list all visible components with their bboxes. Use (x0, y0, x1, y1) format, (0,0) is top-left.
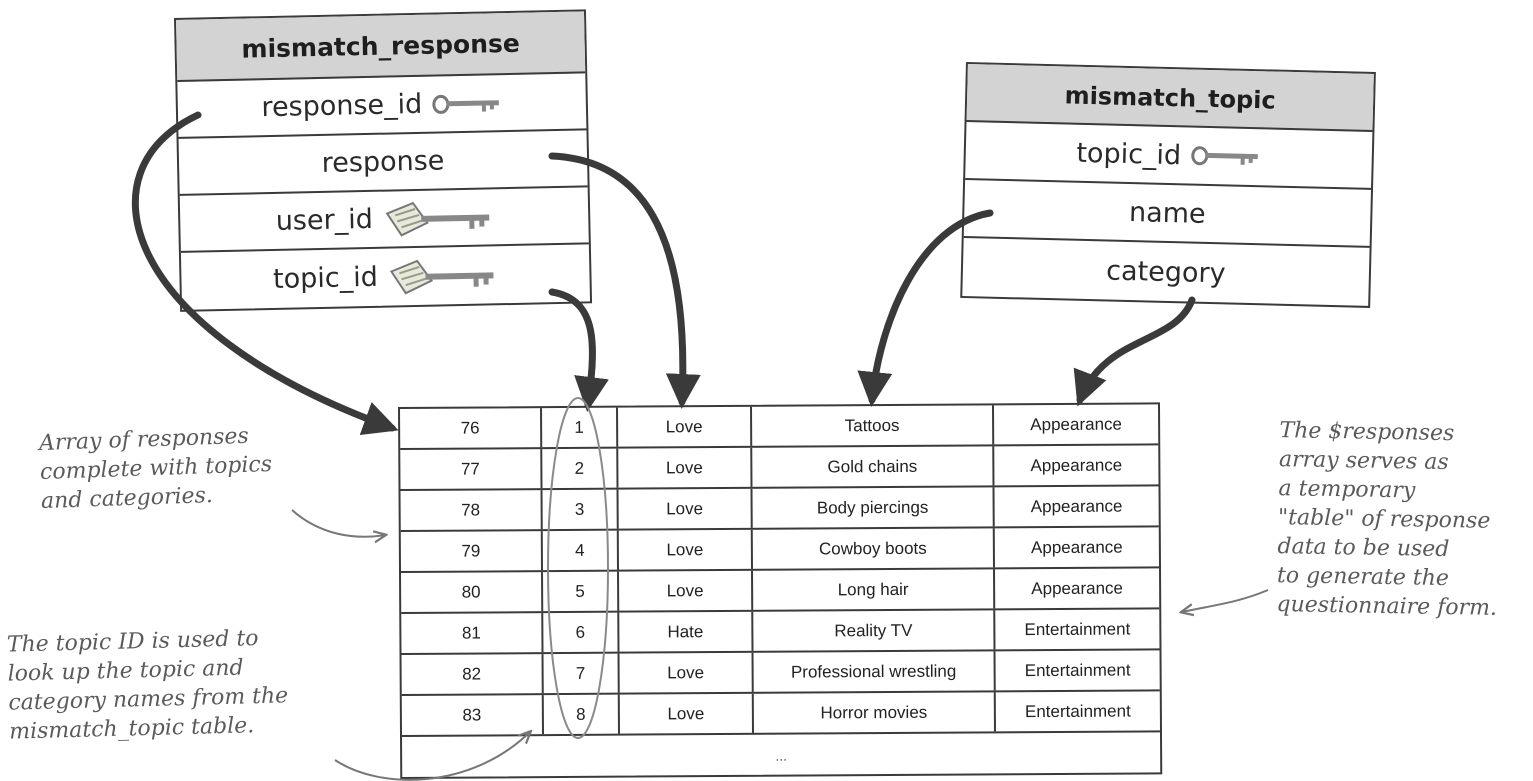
cell-response: Love (619, 652, 754, 693)
field-topic-id: topic_id (965, 122, 1373, 190)
cell-topic-id: 1 (542, 407, 619, 448)
cell-response-id: 80 (401, 572, 544, 612)
cell-response: Love (618, 488, 753, 529)
note-line: to generate the (1276, 563, 1450, 592)
cell-category: Appearance (1030, 496, 1123, 516)
cell-name: Tattoos (752, 405, 995, 446)
note-line: mismatch_topic table. (8, 713, 255, 745)
array-annotation: Array of responses complete with topics … (39, 421, 274, 516)
cell-response-id: 83 (401, 695, 545, 735)
right-note-pointer (1182, 589, 1269, 612)
note-line: data to be used (1277, 534, 1450, 563)
cell-response-id: 78 (400, 490, 543, 530)
field-name: user_id (275, 203, 374, 237)
primary-key-icon (432, 94, 500, 114)
cell-topic-id: 2 (542, 448, 619, 489)
cell-name: Cowboy boots (752, 528, 995, 569)
cell-topic-id: 3 (542, 489, 619, 530)
category-arrow (1073, 296, 1196, 407)
field-name: topic_id (272, 261, 379, 295)
cell-name: Horror movies (753, 692, 996, 733)
topic-id-annotation: The topic ID is used to look up the topi… (7, 623, 290, 746)
cell-name: Reality TV (753, 610, 996, 651)
cell-response-id: 77 (400, 449, 543, 489)
field-name-label: name (1128, 196, 1207, 230)
table-title: mismatch_topic (966, 64, 1374, 132)
primary-key-icon (1191, 146, 1259, 166)
field-name-label: category (1105, 254, 1226, 289)
cell-response-id: 76 (400, 408, 543, 448)
field-topic-id: topic_id (181, 244, 590, 310)
mismatch-response-table: mismatch_response response_id response u… (174, 9, 593, 312)
cell-category: Appearance (1030, 414, 1123, 434)
note-line: array serves as (1278, 447, 1449, 476)
field-name: topic_id (1076, 137, 1182, 171)
cell-topic-id: 8 (543, 694, 620, 735)
cell-topic-id: 7 (543, 653, 620, 694)
cell-name: Gold chains (752, 446, 995, 487)
cell-category: Entertainment (1024, 660, 1131, 680)
responses-array-annotation: The $responses array serves as a tempora… (1276, 416, 1500, 623)
cell-response-id: 79 (400, 531, 543, 571)
note-line: The $responses (1279, 418, 1455, 447)
cell-category: Entertainment (1024, 701, 1131, 721)
field-name: response_id (261, 88, 423, 124)
cell-topic-id: 5 (543, 571, 620, 612)
cell-response: Love (618, 447, 753, 488)
cell-topic-id: 6 (543, 612, 620, 653)
cell-topic-id: 4 (542, 530, 619, 571)
mismatch-topic-table: mismatch_topic topic_id name category (960, 62, 1376, 308)
foreign-key-icon (390, 259, 494, 294)
cell-response: Love (618, 406, 753, 447)
cell-response: Love (618, 529, 753, 570)
field-response-id: response_id (177, 73, 587, 139)
cell-name: Professional wrestling (753, 651, 996, 692)
field-user-id: user_id (179, 187, 589, 253)
cell-response: Hate (619, 611, 754, 652)
field-category: category (962, 238, 1369, 306)
cell-category: Entertainment (1024, 619, 1131, 639)
table-title: mismatch_response (176, 11, 586, 82)
cell-name: Body piercings (752, 487, 995, 528)
cell-response-id: 82 (401, 654, 544, 694)
note-line: a temporary (1278, 476, 1416, 504)
field-response: response (178, 130, 588, 196)
cell-response-id: 81 (401, 613, 544, 653)
field-name: response (321, 145, 445, 179)
cell-name: Long hair (753, 569, 996, 610)
note-line: questionnaire form. (1276, 592, 1498, 621)
foreign-key-icon (385, 201, 489, 237)
cell-category: Appearance (1031, 578, 1124, 598)
cell-response: Love (619, 693, 754, 734)
cell-response: Love (619, 570, 754, 611)
field-name: name (963, 180, 1371, 248)
cell-category: Appearance (1030, 537, 1123, 557)
cell-category: Appearance (1030, 455, 1123, 475)
ellipsis-row: ... (775, 747, 788, 764)
array-note-pointer (291, 509, 385, 537)
note-line: "table" of response (1277, 505, 1491, 534)
topic-id-arrow (548, 288, 609, 412)
